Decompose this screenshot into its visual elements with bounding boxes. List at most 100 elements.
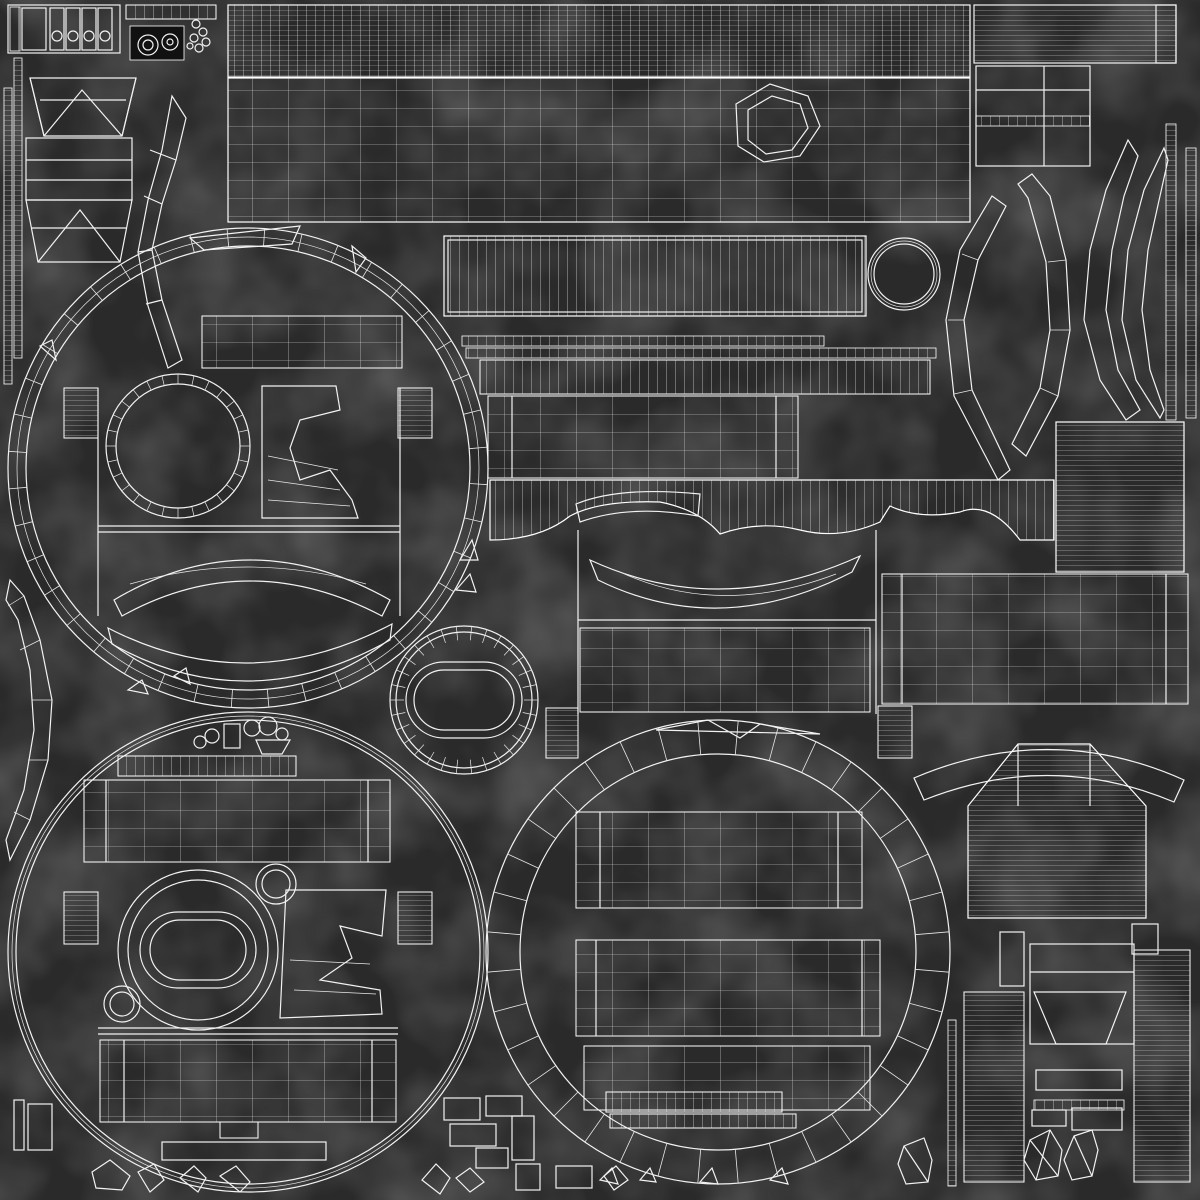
ring-segment-line [361, 262, 372, 278]
ring-segment-line [469, 626, 473, 641]
center-oval-ring [389, 625, 539, 775]
top-grid-panel [227, 4, 971, 223]
ring-segment-line [226, 400, 235, 408]
ring-segment-line [146, 501, 152, 512]
ring-segment-line [193, 684, 199, 702]
ring-segment-line [414, 644, 425, 656]
ring-segment-line [522, 684, 537, 688]
top-left-small-islands [7, 4, 217, 61]
ring-segment-line [226, 484, 235, 492]
ring-segment-line [801, 741, 817, 773]
ring-segment-line [493, 635, 502, 649]
ring-segment-line [438, 581, 454, 592]
ring-segment-line [486, 931, 521, 936]
ring-segment-line [879, 1065, 909, 1086]
ring-segment-line [238, 459, 249, 463]
ring-segment-line [503, 644, 514, 656]
ring-segment-line [8, 486, 27, 490]
ring-segment-line [657, 1143, 668, 1177]
ring-segment-line [204, 380, 210, 391]
ring-segment-line [301, 683, 307, 701]
center-strips [461, 335, 937, 479]
ring-segment-line [153, 246, 162, 264]
ring-segment-line [90, 286, 103, 301]
ring-segment-line [619, 741, 635, 773]
center-lower-panels [545, 530, 1189, 759]
ring-segment-line [414, 744, 425, 756]
ring-segment-line [801, 1131, 817, 1163]
ring-segment-line [831, 1113, 852, 1143]
ring-segment-line [619, 1131, 635, 1163]
ring-segment-line [440, 756, 446, 771]
ring-segment-line [455, 626, 459, 641]
ring-segment-line [8, 450, 27, 453]
ring-segment-line [330, 245, 339, 263]
ring-segment-line [233, 414, 244, 420]
ring-segment-line [426, 635, 435, 649]
ring-segment-line [226, 228, 230, 247]
ring-segment-line [909, 1002, 943, 1013]
ring-segment-line [697, 720, 702, 755]
ring-segment-line [124, 658, 135, 674]
ring-segment-line [121, 400, 130, 408]
right-grid-block [1055, 421, 1185, 573]
ring-segment-line [391, 684, 406, 688]
ring-segment-line [584, 1113, 605, 1143]
ring-segment-line [909, 891, 943, 902]
ring-segment-line [121, 484, 130, 492]
right-curved-strips [945, 138, 1169, 481]
ring-segment-line [191, 506, 195, 517]
ring-segment-line [486, 968, 521, 973]
ring-segment-line [518, 669, 532, 676]
ring-segment-line [915, 968, 950, 973]
ring-segment-line [390, 283, 403, 299]
ring-segment-line [417, 610, 433, 623]
ring-segment-line [503, 744, 514, 756]
ring-segment-line [527, 818, 557, 839]
ring-segment-line [297, 234, 303, 252]
ring-segment-line [107, 429, 118, 433]
ring-segment-line [146, 380, 152, 391]
ring-segment-line [216, 494, 224, 503]
small-props-cluster [193, 716, 292, 755]
ring-segment-line [464, 517, 482, 523]
ring-segment-line [493, 1002, 527, 1013]
ring-segment-line [426, 751, 435, 765]
ring-segment-line [191, 375, 195, 386]
center-ring-small [867, 237, 941, 311]
ring-segment-line [768, 1143, 779, 1177]
ring-segment-line [512, 735, 525, 744]
ring-segment-line [452, 373, 470, 382]
ring-segment-line [161, 375, 165, 386]
ring-segment-line [697, 1149, 702, 1184]
ring-segment-line [396, 724, 410, 731]
ring-segment-line [393, 635, 406, 650]
ring-segment-line [263, 228, 266, 247]
ring-segment-line [132, 389, 140, 398]
ring-segment-line [507, 1035, 539, 1051]
ring-segment-line [493, 891, 527, 902]
curved-strip-top-left [137, 94, 187, 369]
ring-segment-line [216, 389, 224, 398]
ring-segment-line [482, 629, 488, 644]
ring-segment-line [463, 409, 481, 415]
ring-segment-line [14, 413, 32, 419]
ring-segment-line [831, 761, 852, 791]
ring-segment-line [238, 429, 249, 433]
ring-segment-line [440, 629, 446, 644]
ring-segment-line [26, 554, 44, 563]
ring-segment-line [93, 637, 106, 653]
ring-segment-line [512, 656, 525, 665]
lower-right-islands [897, 743, 1191, 1187]
ring-segment-line [157, 673, 166, 691]
ring-segment-line [522, 712, 537, 716]
scalloped-band [489, 479, 1055, 541]
ring-segment-line [204, 501, 210, 512]
ring-segment-line [527, 1065, 557, 1086]
ring-segment-line [107, 459, 118, 463]
ring-segment-line [915, 931, 950, 936]
ring-segment-line [403, 656, 416, 665]
ring-segment-line [879, 818, 909, 839]
ring-segment-line [112, 414, 123, 420]
top-right-islands [973, 4, 1197, 421]
